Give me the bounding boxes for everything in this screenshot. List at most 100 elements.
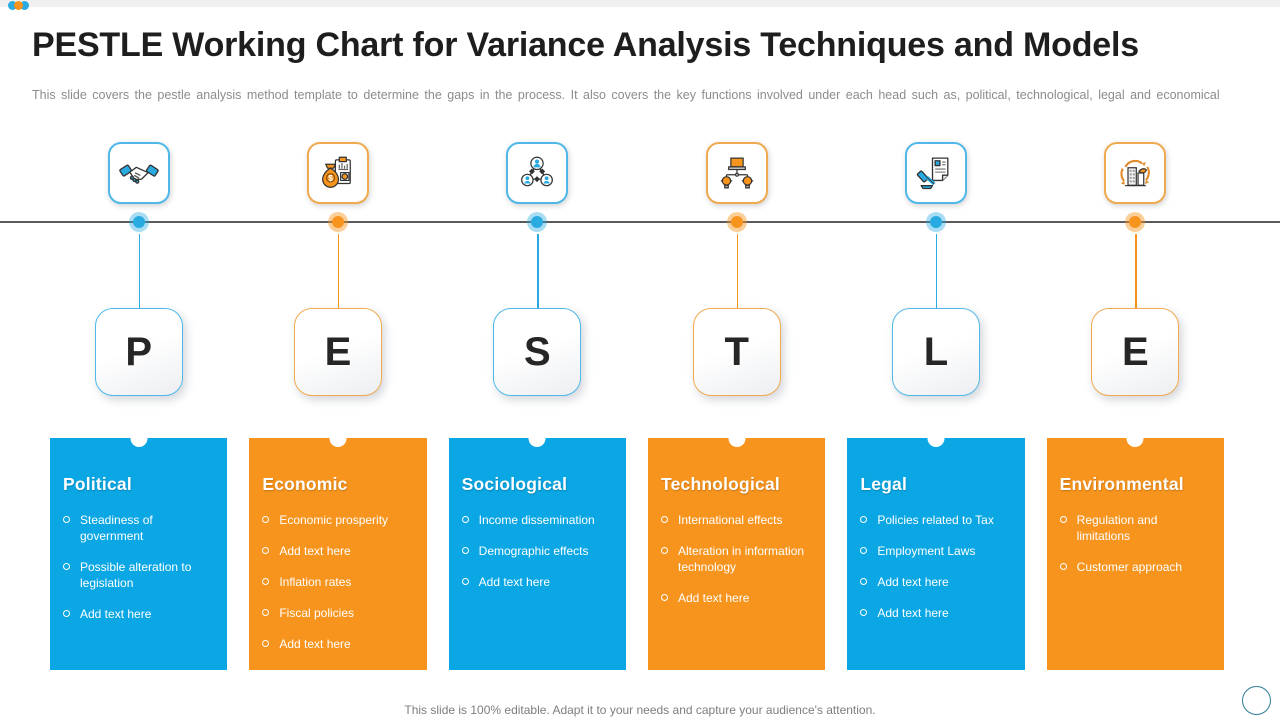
gavel-document-icon	[916, 157, 949, 190]
card-bullet: Economic prosperity	[262, 513, 413, 529]
card-environmental: Environmental Regulation and limitations…	[1046, 430, 1224, 670]
card-bullet: Add text here	[262, 637, 413, 653]
timeline-dot	[929, 216, 942, 228]
connector-line	[138, 234, 141, 308]
card-title: Political	[63, 474, 132, 494]
bullet-text: Add text here	[279, 636, 351, 651]
timeline-columns: P $	[50, 142, 1224, 396]
eco-building-icon	[1120, 159, 1151, 187]
column-legal: L	[847, 142, 1024, 396]
card-title: Economic	[262, 474, 348, 494]
timeline-dot	[331, 216, 344, 228]
column-sociological: S	[449, 142, 626, 396]
bullet-circle-icon	[63, 609, 70, 617]
card-title: Environmental	[1059, 474, 1184, 494]
timeline-dot	[132, 216, 145, 228]
card-bullet: Employment Laws	[860, 544, 1011, 560]
card-title: Technological	[660, 474, 780, 494]
handshake-icon	[118, 164, 159, 184]
bullet-text: Economic prosperity	[279, 513, 389, 527]
economic-icon-box: $	[306, 142, 369, 204]
technological-icon-box	[705, 142, 768, 204]
bullet-text: Steadiness of government	[80, 513, 153, 543]
connector-line	[537, 234, 539, 308]
card-bullet: Fiscal policies	[262, 606, 413, 622]
bullet-text: Employment Laws	[877, 543, 976, 558]
card-bullet: Policies related to Tax	[860, 513, 1011, 529]
environmental-icon-box	[1104, 142, 1167, 204]
letter-box-s: S	[493, 308, 582, 396]
bullet-circle-icon	[262, 577, 270, 585]
sociological-icon-box	[506, 142, 569, 204]
bullet-text: Inflation rates	[279, 574, 352, 589]
card-title: Legal	[860, 474, 908, 494]
page-title: PESTLE Working Chart for Variance Analys…	[32, 26, 1139, 64]
bullet-circle-icon	[262, 639, 270, 647]
card-bullet: Customer approach	[1059, 559, 1211, 576]
card-bullet: Add text here	[461, 574, 613, 591]
bullet-circle-icon	[262, 608, 270, 616]
bullet-text: Customer approach	[1076, 559, 1183, 574]
bullet-circle-icon	[1059, 516, 1067, 523]
deco-dot-orange-icon	[14, 1, 23, 10]
connector-line	[935, 234, 938, 308]
card-notch	[528, 430, 546, 447]
bullet-circle-icon	[860, 577, 868, 585]
card-bullet: Demographic effects	[461, 543, 613, 560]
bullet-circle-icon	[660, 546, 668, 554]
connector-line	[1135, 234, 1137, 308]
bullet-text: Income dissemination	[478, 513, 595, 527]
bullet-circle-icon	[860, 546, 868, 554]
bullet-circle-icon	[461, 577, 469, 585]
timeline-line	[0, 221, 1280, 223]
letter-box-p: P	[94, 308, 183, 396]
political-icon-box	[107, 142, 170, 204]
bullet-circle-icon	[1059, 562, 1067, 570]
column-environmental: E	[1047, 142, 1224, 396]
letter-box-e1: E	[293, 308, 382, 396]
card-bullet: International effects	[660, 513, 812, 529]
card-notch	[329, 430, 347, 447]
letter-box-t: T	[692, 308, 781, 396]
card-notch	[130, 430, 148, 447]
card-notch	[1126, 430, 1144, 447]
card-bullet: Add text here	[660, 591, 812, 607]
letter-box-l: L	[891, 308, 980, 396]
bullet-circle-icon	[262, 516, 270, 523]
bullet-circle-icon	[262, 546, 270, 554]
bullet-circle-icon	[860, 608, 868, 616]
legal-icon-box	[904, 142, 967, 204]
bullet-circle-icon	[63, 516, 70, 523]
bullet-text: Add text here	[80, 606, 152, 621]
bullet-circle-icon	[63, 562, 70, 570]
bullet-text: Demographic effects	[478, 543, 589, 558]
bullet-text: Add text here	[478, 574, 551, 589]
column-political: P	[50, 142, 227, 396]
card-bullet: Add text here	[860, 606, 1011, 622]
top-strip	[0, 0, 1280, 7]
timeline-dot	[1129, 216, 1142, 228]
card-notch	[927, 430, 945, 447]
card-bullet: Regulation and limitations	[1059, 513, 1211, 545]
card-bullet: Inflation rates	[262, 575, 413, 591]
money-bag-report-icon: $	[322, 156, 351, 188]
bullet-circle-icon	[860, 516, 868, 523]
bullet-text: Fiscal policies	[279, 605, 355, 620]
card-bullet: Possible alteration to legislation	[63, 560, 214, 592]
deco-dot-blue-icon	[20, 1, 29, 10]
column-technological: T	[648, 142, 825, 396]
bullet-circle-icon	[461, 546, 469, 554]
page-subtitle: This slide covers the pestle analysis me…	[32, 88, 1220, 102]
timeline-dot	[730, 216, 743, 228]
deco-dots	[8, 1, 29, 10]
